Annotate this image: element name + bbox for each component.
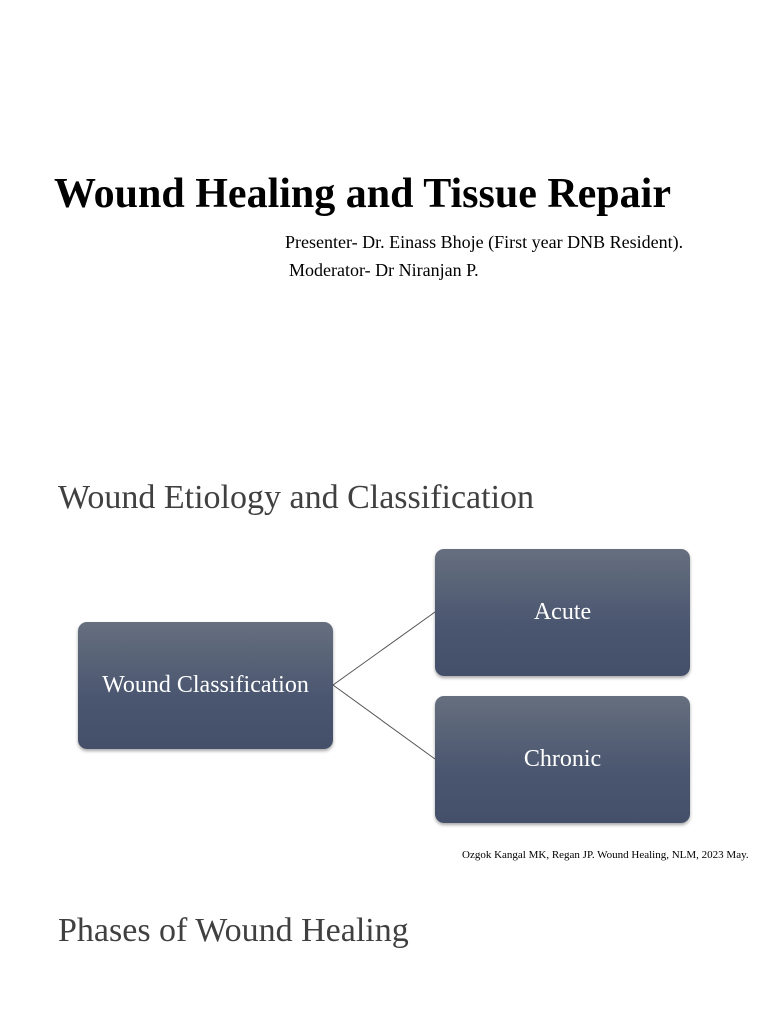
acute-node: Acute [435, 549, 690, 676]
acute-label: Acute [533, 599, 592, 625]
moderator-line: Moderator- Dr Niranjan P. [289, 260, 479, 280]
chronic-label: Chronic [523, 746, 602, 772]
slide-title: Wound Healing and Tissue Repair [54, 171, 671, 217]
chronic-node: Chronic [435, 696, 690, 823]
phases-heading: Phases of Wound Healing [58, 912, 409, 949]
connector-acute [332, 611, 436, 686]
etiology-heading: Wound Etiology and Classification [58, 479, 535, 516]
wound-classification-label: Wound Classification [102, 672, 309, 698]
presenter-line: Presenter- Dr. Einass Bhoje (First year … [285, 232, 684, 252]
citation: Ozgok Kangal MK, Regan JP. Wound Healing… [462, 849, 749, 861]
wound-classification-node: Wound Classification [78, 622, 333, 749]
connector-chronic [332, 684, 436, 760]
